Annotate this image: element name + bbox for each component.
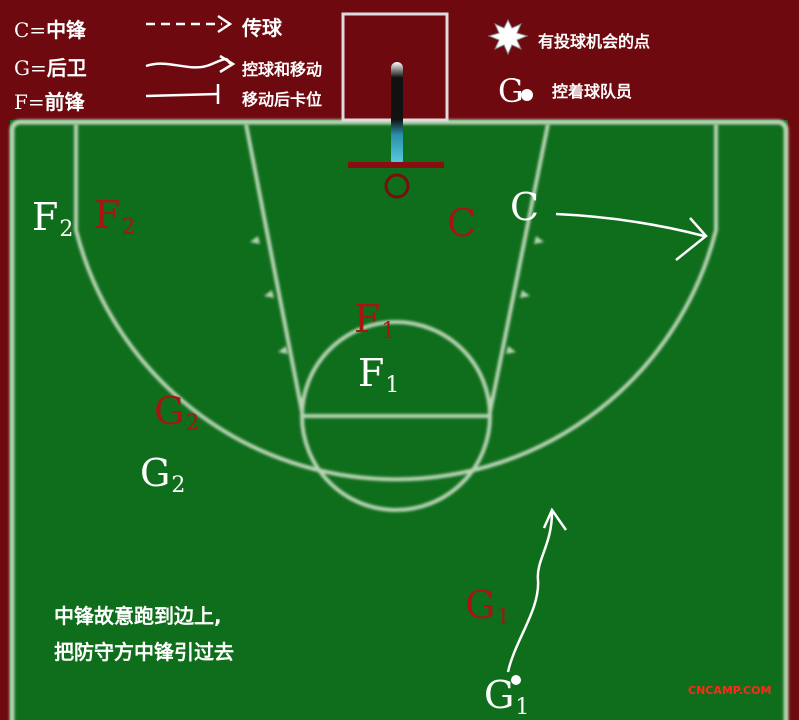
player-letter: G (484, 673, 515, 717)
player-number: 2 (121, 215, 136, 240)
player-letter: G (465, 583, 496, 627)
player-number: 1 (385, 373, 400, 398)
player-letter: F (94, 193, 121, 237)
player-letter: F (358, 351, 385, 395)
legend-pass-arrowhead (217, 14, 233, 34)
note-line-1: 中锋故意跑到边上, (54, 604, 222, 628)
player-number: 1 (496, 605, 511, 630)
legend-center-key-text: C= (14, 18, 47, 42)
player-g2-offense: G2 (140, 454, 185, 497)
player-number: 2 (171, 473, 186, 498)
ball-dot-icon (521, 89, 533, 101)
g1-dribble-arrow (506, 511, 554, 673)
legend-forward-key: F=前锋 (14, 86, 85, 115)
legend-dribble-label: 控球和移动 (242, 60, 323, 79)
lane-line-left (244, 123, 304, 413)
legend-center-label: 中锋 (46, 18, 87, 42)
legend-center-key: C=中锋 (14, 14, 86, 43)
g1-dribble-arrowhead (542, 507, 568, 531)
player-f2-defense: F2 (94, 196, 135, 239)
legend-pass-label: 传球 (242, 16, 282, 40)
note-line-2: 把防守方中锋引过去 (54, 640, 234, 664)
legend-dribble-line (145, 57, 233, 69)
center-move-arrowhead (675, 217, 708, 261)
player-f2-offense: F2 (32, 198, 73, 241)
lane-hash-mark (506, 346, 516, 354)
player-letter: F (354, 297, 381, 341)
basket-post (391, 62, 403, 166)
player-number: 2 (59, 217, 74, 242)
legend-shot-spot-label: 有投球机会的点 (538, 32, 651, 51)
player-letter: C (510, 185, 540, 229)
lane-line-right (488, 123, 550, 413)
player-letter: F (32, 195, 59, 239)
legend-dribble-arrowhead (219, 54, 236, 74)
player-number: 2 (185, 411, 200, 436)
backboard-base (348, 162, 444, 168)
player-g1-offense: G1 (484, 676, 529, 719)
player-g2-defense: G2 (154, 392, 199, 435)
legend-ball-handler-key: G (498, 72, 524, 110)
lane-hash-mark (278, 346, 288, 354)
player-letter: G (154, 389, 185, 433)
lane-hash-mark (264, 290, 274, 298)
player-f1-defense: F1 (354, 300, 395, 343)
center-move-arrow (555, 212, 705, 238)
player-c-defense: C (447, 204, 476, 242)
player-c-offense: C (510, 188, 539, 226)
lane-hash-mark (534, 236, 544, 244)
player-f1-offense: F1 (358, 354, 399, 397)
player-number: 1 (515, 695, 530, 720)
free-throw-circle (300, 320, 492, 512)
lane-hash-mark (520, 290, 530, 298)
player-letter: G (140, 451, 171, 495)
player-letter: C (447, 201, 477, 245)
legend-guard-label: 后卫 (46, 56, 87, 80)
legend-screen-line (145, 92, 219, 98)
legend-forward-key-text: F= (14, 90, 45, 114)
watermark: CNCAMP.COM (688, 684, 772, 697)
three-point-line (74, 124, 718, 482)
lane-hash-mark (250, 236, 260, 244)
g1-ball-icon (511, 675, 521, 685)
player-number: 1 (381, 319, 396, 344)
legend-forward-label: 前锋 (44, 90, 85, 114)
court-floor (10, 120, 788, 720)
legend-guard-key-text: G= (14, 56, 47, 80)
player-g1-defense: G1 (465, 586, 510, 629)
legend-screen-label: 移动后卡位 (242, 90, 323, 109)
basket-rim (384, 173, 410, 199)
shot-spot-star-icon (487, 18, 529, 56)
legend-ball-handler-label: 控着球队员 (552, 82, 633, 101)
legend-guard-key: G=后卫 (14, 52, 87, 81)
